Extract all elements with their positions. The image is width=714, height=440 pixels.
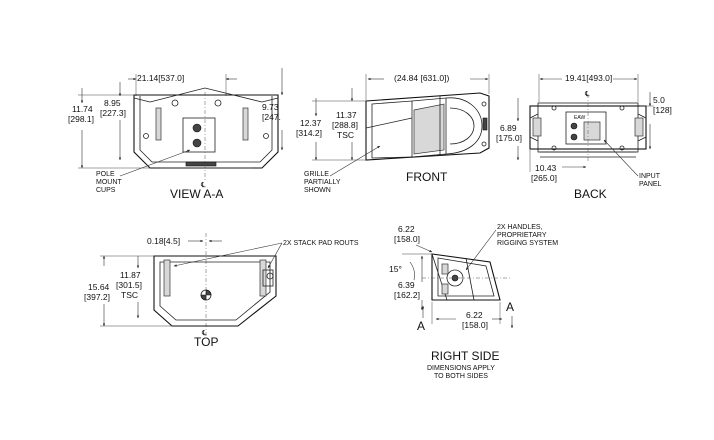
view-aa-width-dim: 21.14[537.0] bbox=[137, 73, 184, 83]
top-tsc-label: TSC bbox=[121, 290, 138, 300]
view-aa-right-mm: [247. bbox=[262, 112, 281, 122]
grille-note-line1: GRILLE bbox=[304, 171, 329, 178]
rs-mid-mm: [162.2] bbox=[394, 290, 420, 300]
view-aa-title: VIEW A-A bbox=[170, 187, 223, 201]
input-connector-icon bbox=[570, 122, 578, 130]
pole-mount-cup-icon bbox=[192, 123, 202, 133]
rs-note-line1: DIMENSIONS APPLY bbox=[427, 365, 495, 372]
back-width-dim: 19.41[493.0] bbox=[565, 73, 612, 83]
back-right-value: 5.0 bbox=[653, 95, 665, 105]
rs-top-value: 6.22 bbox=[398, 224, 415, 234]
front-tsc-label: TSC bbox=[337, 130, 354, 140]
handles-note-line3: RIGGING SYSTEM bbox=[497, 240, 558, 247]
rs-mid-value: 6.39 bbox=[398, 280, 415, 290]
view-aa-left-outer-mm: [298.1] bbox=[68, 114, 94, 124]
back-bottom-value: 10.43 bbox=[535, 163, 557, 173]
pole-note-line2: MOUNT bbox=[96, 179, 122, 186]
input-note-line2: PANEL bbox=[639, 181, 662, 188]
view-aa-left-outer-value: 11.74 bbox=[72, 104, 93, 114]
back-left-value: 6.89 bbox=[500, 123, 517, 133]
view-aa-left-inner-mm: [227.3] bbox=[100, 108, 126, 118]
view-top: 0.18[4.5] 2X STACK PAD ROUTS 11.87 [301.… bbox=[84, 233, 359, 349]
stack-pad-rout bbox=[163, 259, 171, 297]
rs-top-mm: [158.0] bbox=[394, 234, 420, 244]
pole-note-line1: POLE bbox=[96, 171, 115, 178]
centerline-symbol: ℄ bbox=[200, 182, 206, 189]
handles-note-line1: 2X HANDLES, bbox=[497, 224, 543, 231]
input-panel bbox=[565, 111, 607, 145]
front-left-mm: [314.2] bbox=[296, 128, 322, 138]
input-connector-icon bbox=[570, 133, 578, 141]
rs-note-line2: TO BOTH SIDES bbox=[434, 373, 488, 380]
view-front: (24.84 [631.0]) 12.37 [314.2] 11.37 [288… bbox=[296, 73, 490, 194]
view-right-side: 2X HANDLES, PROPRIETARY RIGGING SYSTEM 6… bbox=[389, 224, 558, 380]
view-back: 19.41[493.0] EAW 5.0 [128] 6.89 [175.0] bbox=[496, 73, 672, 201]
centerline-symbol: ℄ bbox=[201, 330, 207, 337]
top-outline bbox=[153, 255, 277, 327]
grille-note-line3: SHOWN bbox=[304, 187, 331, 194]
section-marker-a-left: A bbox=[417, 319, 425, 333]
front-title: FRONT bbox=[406, 170, 448, 184]
top-depth-value: 15.64 bbox=[88, 282, 110, 292]
front-tsc-mm: [288.8] bbox=[332, 120, 358, 130]
back-left-mm: [175.0] bbox=[496, 133, 522, 143]
rs-bottom-value: 6.22 bbox=[466, 310, 483, 320]
pole-mount-plate bbox=[182, 117, 216, 153]
back-title: BACK bbox=[574, 187, 607, 201]
view-aa-outline bbox=[133, 94, 279, 169]
view-aa-right-value: 9.73 bbox=[262, 102, 279, 112]
pole-mount-cup-icon bbox=[192, 138, 202, 148]
front-tsc-value: 11.37 bbox=[336, 110, 357, 120]
right-side-outline bbox=[431, 253, 501, 301]
front-width-dim: (24.84 [631.0]) bbox=[394, 73, 449, 83]
top-offset-dim: 0.18[4.5] bbox=[147, 236, 180, 246]
pole-note-line3: CUPS bbox=[96, 187, 116, 194]
section-marker-a-right: A bbox=[506, 300, 514, 314]
input-note-line1: INPUT bbox=[639, 173, 661, 180]
stack-pad-note: 2X STACK PAD ROUTS bbox=[283, 240, 359, 247]
front-left-value: 12.37 bbox=[300, 118, 322, 128]
view-aa-left-inner-value: 8.95 bbox=[104, 98, 121, 108]
centerline-symbol: ℄ bbox=[584, 91, 590, 98]
top-tsc-mm: [301.5] bbox=[116, 280, 142, 290]
top-tsc-value: 11.87 bbox=[120, 270, 141, 280]
handles-note-line2: PROPRIETARY bbox=[497, 232, 547, 239]
panel-logo: EAW bbox=[574, 115, 585, 121]
front-grille bbox=[413, 103, 445, 155]
top-depth-mm: [397.2] bbox=[84, 292, 110, 302]
view-aa: 21.14[537.0] 11.74 [298.1] 8.95 [227.3] bbox=[68, 68, 284, 201]
back-right-mm: [128] bbox=[653, 105, 672, 115]
grille-note-line2: PARTIALLY bbox=[304, 179, 341, 186]
top-title: TOP bbox=[194, 335, 218, 349]
rs-bottom-mm: [158.0] bbox=[462, 320, 488, 330]
right-side-title: RIGHT SIDE bbox=[431, 349, 499, 363]
back-bottom-mm: [265.0] bbox=[531, 173, 557, 183]
rs-angle: 15° bbox=[389, 264, 402, 274]
